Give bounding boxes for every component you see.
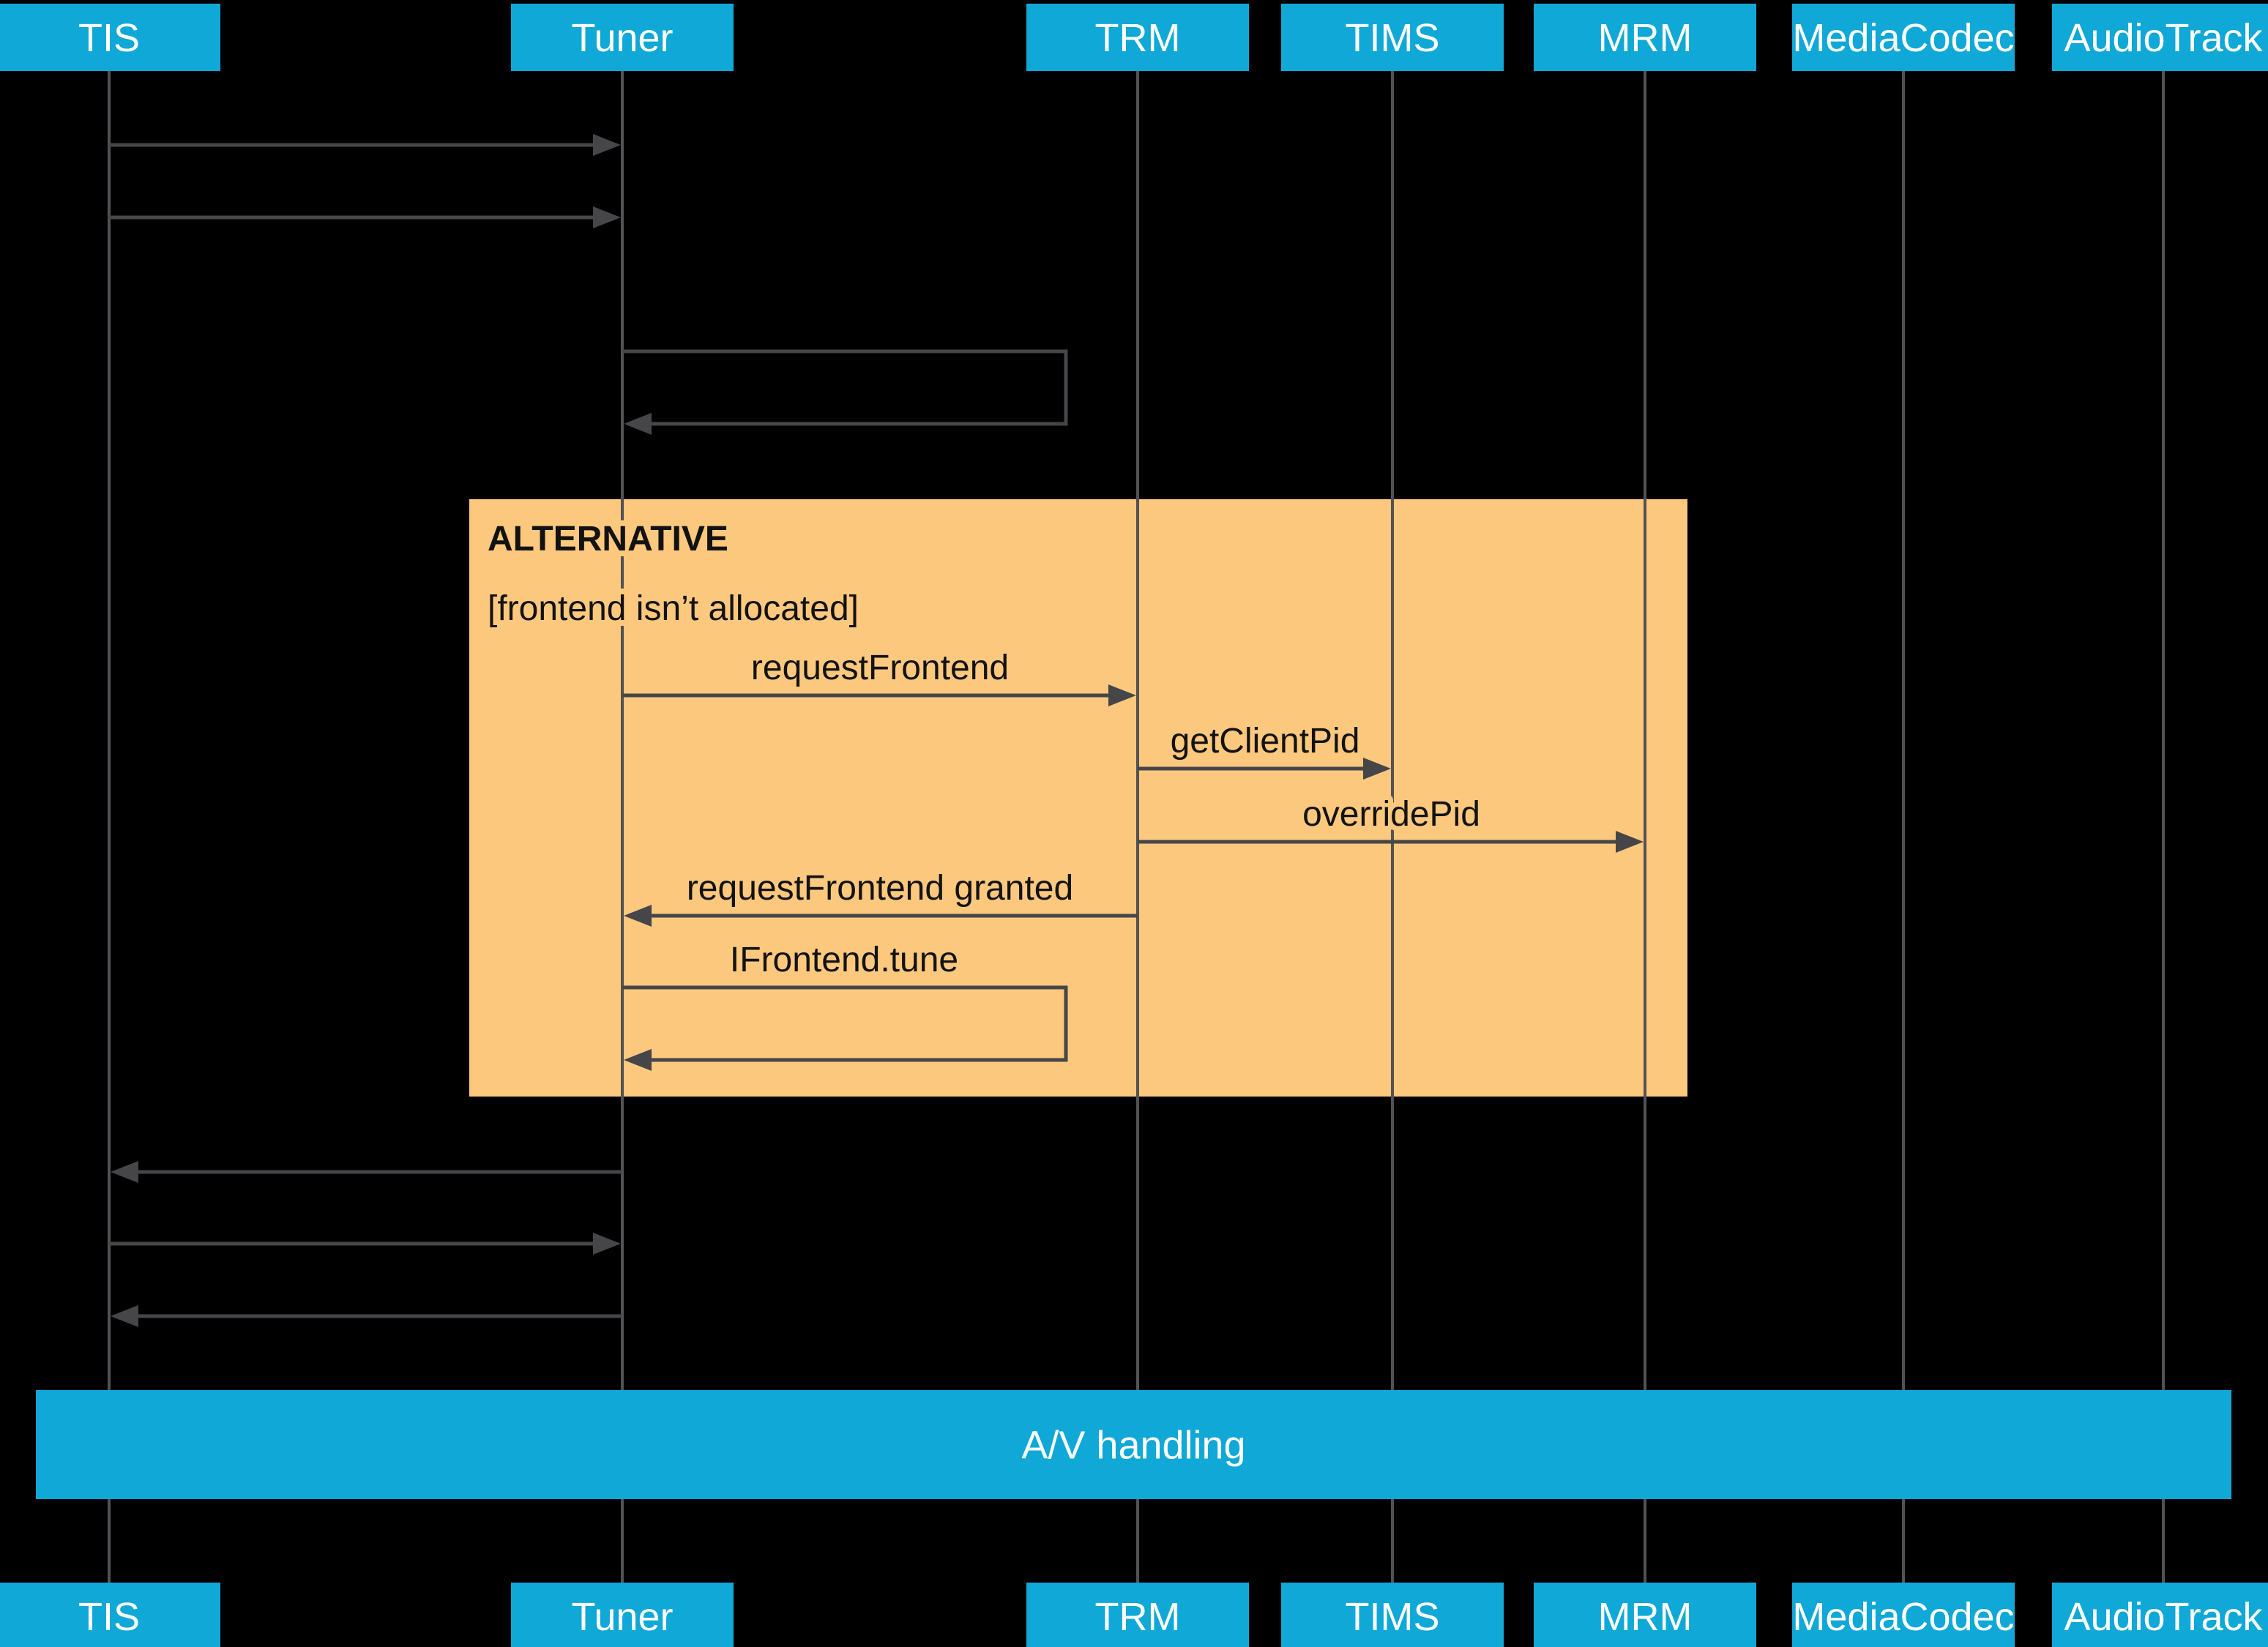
arrowhead-msg-1 — [593, 206, 621, 228]
self-message-msg-2 — [622, 349, 1068, 426]
self-message-IFrontend-tune — [622, 985, 1068, 1062]
av-handling-label: A/V handling — [1021, 1424, 1245, 1468]
participant-bottom-MRM — [1534, 1583, 1756, 1647]
participant-top-TIMS — [1281, 4, 1504, 71]
participant-top-MRM — [1534, 4, 1756, 71]
participant-top-label-TIMS: TIMS — [1346, 16, 1440, 60]
participant-top-Tuner — [511, 4, 734, 71]
participant-bottom-MediaCodec — [1792, 1583, 2015, 1647]
participant-top-label-TRM: TRM — [1095, 16, 1181, 60]
message-label-getClientPid: getClientPid — [1171, 722, 1360, 761]
message-label-overridePid: overridePid — [1302, 795, 1480, 834]
alt-block — [469, 499, 1687, 1097]
arrowhead-IFrontend-tune — [624, 1049, 652, 1071]
av-handling-band — [36, 1390, 2231, 1499]
alt-title: ALTERNATIVE — [488, 520, 728, 559]
participant-bottom-TRM — [1026, 1583, 1249, 1647]
arrowhead-getClientPid — [1363, 758, 1391, 780]
participant-bottom-label-Tuner: Tuner — [571, 1595, 673, 1639]
participant-bottom-label-TIMS: TIMS — [1346, 1595, 1440, 1639]
message-label-requestFrontend-granted: requestFrontend granted — [687, 869, 1073, 908]
message-label-requestFrontend: requestFrontend — [751, 649, 1009, 687]
alt-condition: [frontend isn’t allocated] — [488, 589, 859, 628]
participant-top-TIS — [0, 4, 220, 71]
participant-bottom-label-AudioTrack: AudioTrack — [2064, 1595, 2263, 1639]
participant-bottom-AudioTrack — [2052, 1583, 2268, 1647]
participant-bottom-label-MediaCodec: MediaCodec — [1792, 1595, 2014, 1639]
arrowhead-overridePid — [1616, 831, 1644, 853]
participant-bottom-Tuner — [511, 1583, 734, 1647]
arrowhead-msg-0 — [593, 134, 621, 156]
participant-top-label-TIS: TIS — [78, 16, 140, 60]
arrowhead-msg-10 — [111, 1305, 138, 1327]
participant-top-AudioTrack — [2052, 4, 2268, 71]
message-label-IFrontend-tune: IFrontend.tune — [730, 941, 958, 979]
participant-bottom-label-TIS: TIS — [78, 1595, 140, 1639]
arrowhead-requestFrontend — [1108, 684, 1136, 706]
participant-bottom-label-TRM: TRM — [1095, 1595, 1181, 1639]
arrowhead-msg-8 — [111, 1161, 138, 1183]
participant-top-MediaCodec — [1792, 4, 2015, 71]
arrowhead-msg-2 — [624, 413, 652, 435]
participant-top-label-Tuner: Tuner — [571, 16, 673, 60]
participant-bottom-label-MRM: MRM — [1598, 1595, 1693, 1639]
participant-top-TRM — [1026, 4, 1249, 71]
participant-top-label-MRM: MRM — [1598, 16, 1693, 60]
arrowhead-requestFrontend-granted — [624, 905, 652, 927]
participant-bottom-TIS — [0, 1583, 220, 1647]
arrowhead-msg-9 — [593, 1233, 621, 1255]
participant-top-label-AudioTrack: AudioTrack — [2064, 16, 2263, 60]
participant-top-label-MediaCodec: MediaCodec — [1792, 16, 2014, 60]
participant-bottom-TIMS — [1281, 1583, 1504, 1647]
